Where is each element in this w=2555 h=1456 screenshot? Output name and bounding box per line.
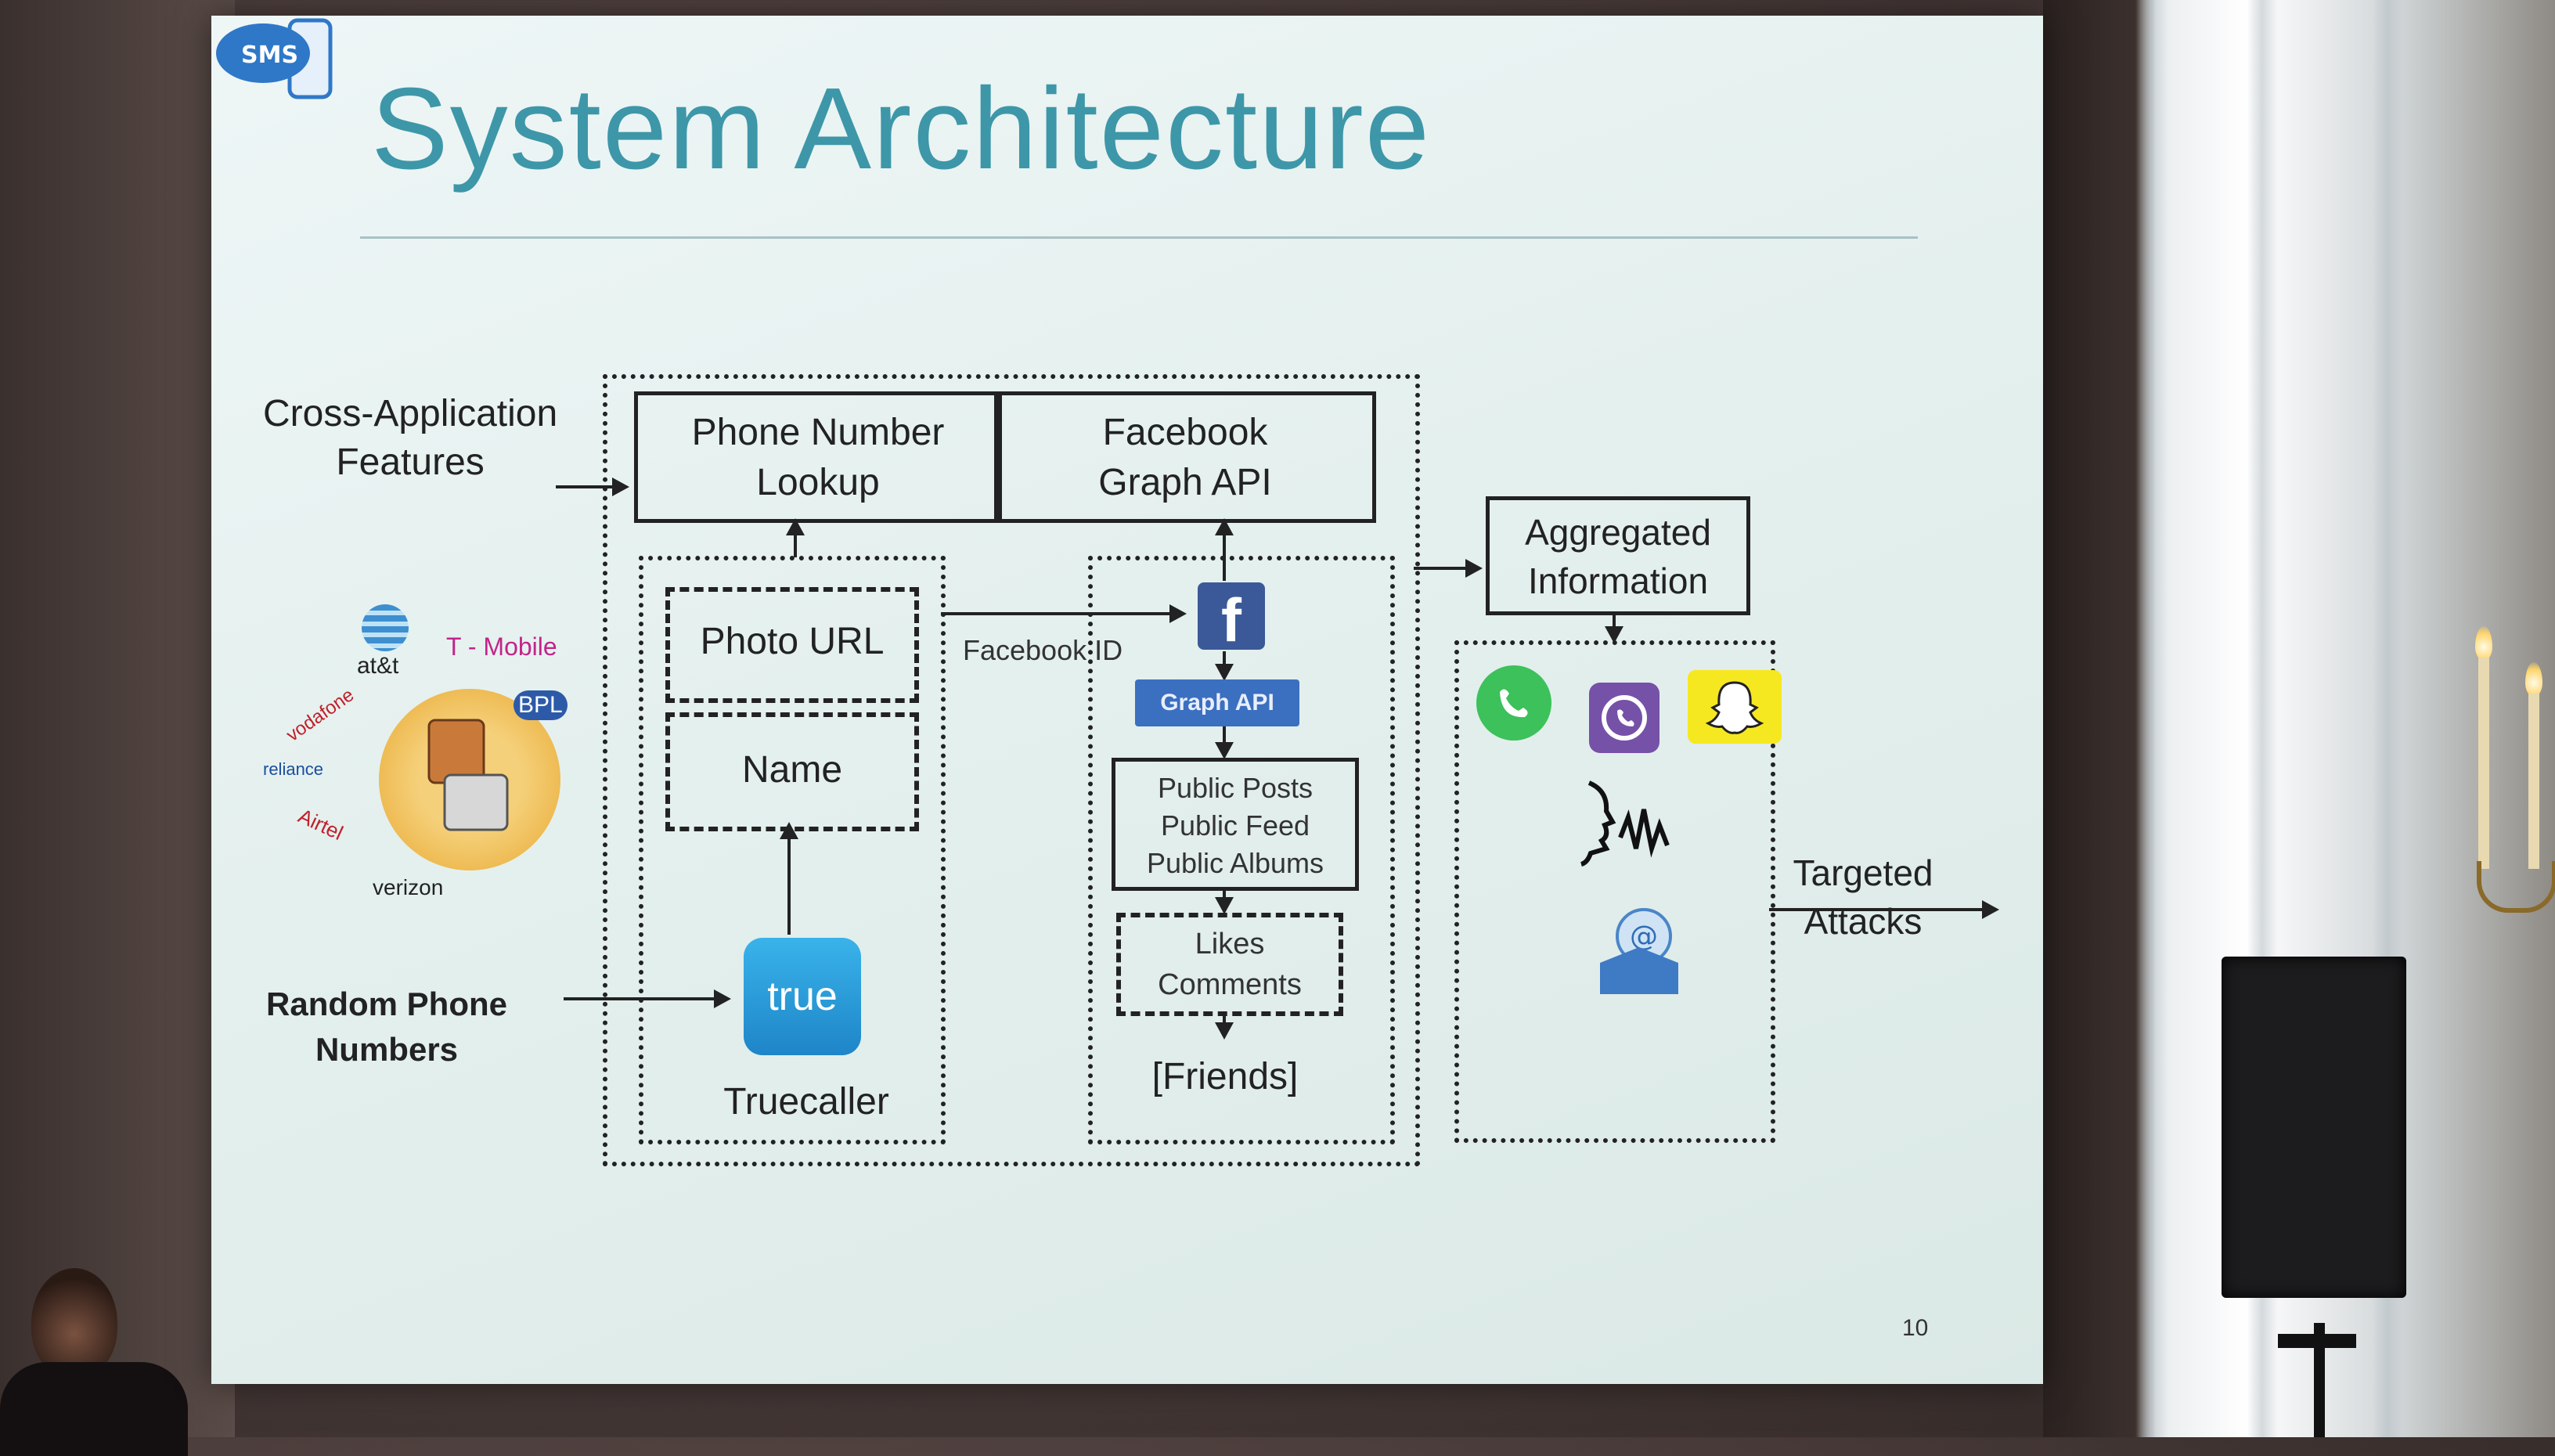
aggregated-box: Aggregated Information	[1486, 496, 1750, 615]
carrier-verizon: verizon	[373, 875, 444, 899]
speaker-stand	[2278, 1292, 2356, 1437]
arrow-to-graph-api	[1215, 518, 1234, 581]
facebook-icon: f	[1198, 582, 1265, 654]
system-boundary	[603, 374, 1420, 1166]
arrow-numbers-to-truecaller	[564, 989, 731, 1008]
arrow-aggregated-to-apps	[1605, 612, 1623, 643]
curtain-fold	[2137, 0, 2168, 1437]
whatsapp-icon	[1476, 665, 1551, 741]
arrow-public-to-likes	[1215, 888, 1234, 914]
attack-vectors-box	[1454, 640, 1775, 1143]
truecaller-column	[639, 556, 946, 1144]
facebook-column	[1088, 556, 1395, 1144]
arrow-features-to-lookup	[556, 478, 629, 496]
arrow-fb-to-graph	[1215, 651, 1234, 681]
loudspeaker	[2222, 957, 2406, 1298]
projected-slide: System Architecture Cross-Application Fe…	[211, 16, 2043, 1384]
truecaller-label: Truecaller	[723, 1081, 889, 1123]
facebook-id-label: Facebook ID	[963, 634, 1123, 666]
friends-label: [Friends]	[1151, 1056, 1299, 1097]
slide-title: System Architecture	[371, 64, 1432, 193]
carrier-airtel: Airtel	[294, 803, 348, 845]
photo-url-box: Photo URL	[665, 587, 919, 703]
carrier-reliance: reliance	[263, 759, 324, 779]
carrier-tmobile: T - Mobile	[446, 632, 557, 661]
arrow-graph-to-public	[1215, 726, 1234, 759]
svg-text:@: @	[1630, 921, 1658, 953]
engagement-box: Likes Comments	[1116, 913, 1343, 1016]
viber-icon	[1589, 683, 1659, 753]
facebook-graph-box: Facebook Graph API	[994, 391, 1376, 523]
title-divider	[360, 236, 1918, 239]
arrow-to-targeted-attacks	[1769, 900, 1999, 919]
public-data-box: Public Posts Public Feed Public Albums	[1112, 758, 1359, 891]
random-phone-numbers-label: Random Phone Numbers	[266, 986, 508, 1068]
sms-icon: SMS	[216, 18, 333, 99]
arrow-to-lookup	[786, 518, 805, 557]
candelabra	[2474, 626, 2555, 955]
architecture-diagram: Cross-Application Features Random Phone …	[211, 16, 2043, 1384]
name-box: Name	[665, 712, 919, 831]
cross-app-features-label: Cross-Application Features	[263, 393, 558, 483]
room-wall-left	[0, 0, 235, 1437]
page-number: 10	[1902, 1315, 1929, 1341]
email-icon: @	[1600, 908, 1678, 994]
phone-lookup-box: Phone Number Lookup	[634, 391, 1002, 523]
arrow-likes-to-friends	[1215, 1013, 1234, 1040]
svg-text:SMS: SMS	[241, 41, 298, 69]
presenter	[0, 1268, 188, 1456]
carrier-att: at&t	[357, 653, 399, 679]
graph-api-badge: Graph API	[1135, 679, 1299, 726]
carrier-bpl: BPL	[514, 690, 568, 720]
flip-phone-icon	[427, 719, 509, 831]
arrow-facebook-id	[941, 604, 1187, 623]
att-globe-icon	[362, 604, 409, 651]
carrier-vodafone: vodafone	[282, 684, 359, 746]
voice-icon	[1580, 780, 1670, 867]
arrow-to-aggregated	[1414, 559, 1483, 578]
targeted-attacks-label: Targeted Attacks	[1793, 852, 1933, 942]
truecaller-icon: true	[744, 938, 861, 1055]
snapchat-icon	[1688, 670, 1782, 744]
arrow-truecaller-to-name	[780, 822, 798, 935]
